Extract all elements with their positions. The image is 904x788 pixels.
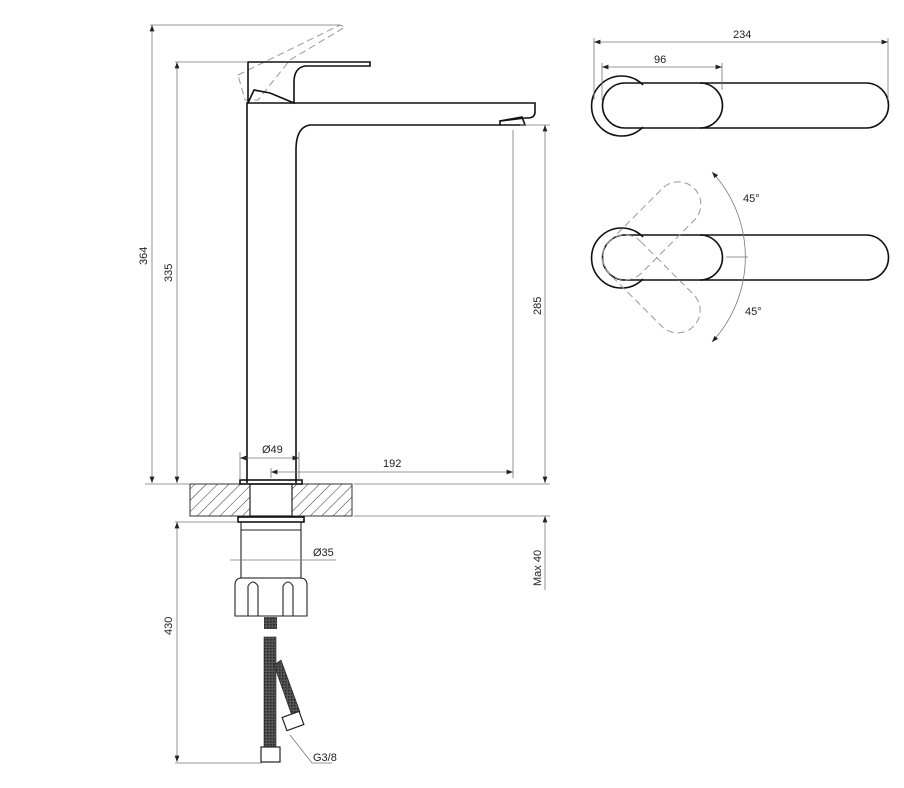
dim-diameter-35: Ø35 [313, 547, 334, 559]
dim-364: 364 [138, 247, 150, 265]
aerator [499, 116, 527, 126]
rotation-view: 45° 45° [590, 171, 890, 343]
spout-outline [601, 82, 890, 129]
dim-234: 234 [733, 29, 751, 41]
hose-1 [263, 636, 277, 748]
base-circle-2 [590, 227, 644, 289]
top-view: 234 96 [590, 29, 890, 137]
lever-rotated-right [601, 234, 701, 334]
lever-outline-2 [699, 234, 724, 281]
dim-335: 335 [163, 264, 175, 282]
dim-285: 285 [532, 297, 544, 315]
lever [247, 61, 371, 105]
faucet-body [246, 102, 536, 483]
dim-max-40: Max 40 [532, 550, 544, 586]
base-circle [590, 75, 644, 137]
thread-label: G3/8 [313, 752, 337, 764]
spout-outline-2 [601, 234, 890, 281]
mounting-nut [234, 577, 308, 617]
hose-nut-1 [260, 746, 281, 763]
angle-left-45: 45° [743, 193, 760, 205]
hose-stub [264, 617, 277, 629]
dim-192: 192 [383, 458, 401, 470]
hose-nut-2 [281, 710, 305, 732]
angle-right-45: 45° [745, 306, 762, 318]
lower-washer [237, 516, 305, 523]
dim-96: 96 [654, 54, 666, 66]
hose-2 [273, 659, 301, 717]
counter-hole [249, 483, 293, 517]
dim-diameter-49: Ø49 [262, 444, 283, 456]
lever-rotated-left [602, 181, 702, 281]
lever-outline [699, 82, 724, 129]
base-flange [239, 479, 303, 485]
side-view: 364 335 285 Ø49 192 Ø35 430 Max 40 G3/8 [138, 24, 550, 764]
dim-430: 430 [163, 617, 175, 635]
